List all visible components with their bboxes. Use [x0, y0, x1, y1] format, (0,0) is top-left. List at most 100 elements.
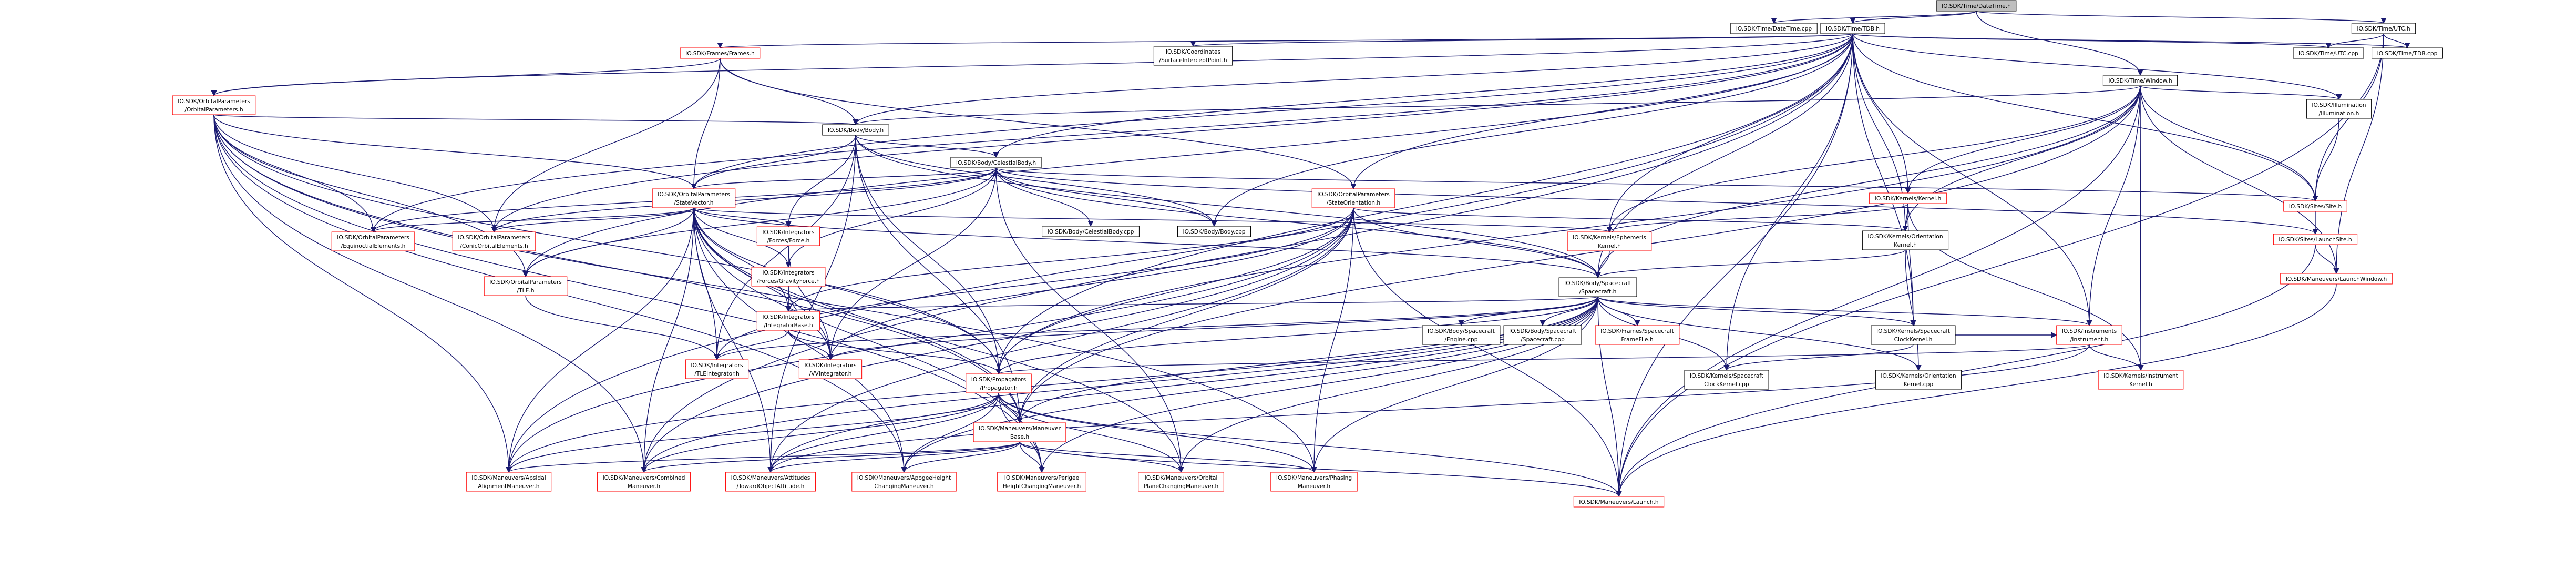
edge-window_h-to-sites_site_h	[2140, 85, 2318, 202]
node-box	[652, 188, 736, 208]
node-label: IO.SDK/Integrators	[762, 229, 815, 236]
node-stateorient_h[interactable]: IO.SDK/OrbitalParameters/StateOrientatio…	[1311, 188, 1395, 208]
node-kernel_h[interactable]: IO.SDK/Kernels/Kernel.h	[1869, 192, 1947, 204]
node-label: IO.SDK/Maneuvers/Attitudes	[731, 474, 810, 481]
node-label: /Instrument.h	[2070, 336, 2109, 343]
edge-tdb_h-to-celestial_h	[993, 33, 1853, 158]
node-label: IO.SDK/Instruments	[2062, 328, 2117, 334]
node-label: IO.SDK/Illumination	[2312, 102, 2366, 108]
node-perigee_h[interactable]: IO.SDK/Maneuvers/PerigeeHeightChangingMa…	[997, 472, 1086, 492]
edge-launchsite_h-to-launchwindow_h	[2315, 244, 2339, 275]
edge-statevector_h-to-apsidal_h	[506, 207, 694, 473]
node-box	[1936, 0, 2017, 12]
node-celestial_h[interactable]: IO.SDK/Body/CelestialBody.h	[950, 157, 1042, 168]
edge-celestial_h-to-statevector_h	[691, 167, 997, 190]
node-datetime_cpp[interactable]: IO.SDK/Time/DateTime.cpp	[1730, 23, 1818, 34]
node-box	[1153, 46, 1233, 66]
node-coords_h[interactable]: IO.SDK/Coordinates/SurfaceInterceptPoint…	[1153, 46, 1233, 66]
node-label: IO.SDK/Body/Spacecraft	[1509, 328, 1576, 334]
edge-intbase_h-to-tleint_h	[714, 330, 789, 361]
node-statevector_h[interactable]: IO.SDK/OrbitalParameters/StateVector.h	[652, 188, 736, 208]
node-illum_h[interactable]: IO.SDK/Illumination/Illumination.h	[2306, 99, 2372, 119]
node-spacecraft_h[interactable]: IO.SDK/Body/Spacecraft/Spacecraft.h	[1558, 277, 1637, 297]
node-utc_h[interactable]: IO.SDK/Time/UTC.h	[2351, 23, 2416, 34]
node-gravity_h[interactable]: IO.SDK/Integrators/Forces/GravityForce.h	[751, 267, 826, 287]
node-box	[1311, 188, 1395, 208]
node-label: IO.SDK/OrbitalParameters	[658, 191, 730, 198]
edge-utc_h-to-launch_h	[1616, 33, 2384, 498]
node-body_h[interactable]: IO.SDK/Body/Body.h	[822, 124, 889, 136]
node-celestial_cpp[interactable]: IO.SDK/Body/CelestialBody.cpp	[1042, 226, 1140, 237]
edge-tdb_h-to-kernel_h	[1852, 33, 1911, 194]
node-vvint_h[interactable]: IO.SDK/Integrators/VVIntegrator.h	[798, 359, 863, 379]
node-instrument_h[interactable]: IO.SDK/Instruments/Instrument.h	[2056, 325, 2122, 345]
edge-stateorient_h-to-manbase_h	[1017, 207, 1354, 424]
node-label: ChangingManeuver.h	[874, 483, 933, 490]
node-label: IO.SDK/Kernels/Spacecraft	[1876, 328, 1950, 334]
node-orbparams_h[interactable]: IO.SDK/OrbitalParameters/OrbitalParamete…	[172, 95, 256, 115]
node-tdb_cpp[interactable]: IO.SDK/Time/TDB.cpp	[2372, 47, 2443, 59]
node-apsidal_h[interactable]: IO.SDK/Maneuvers/ApsidalAlignmentManeuve…	[466, 472, 552, 492]
node-spacecraft_cpp[interactable]: IO.SDK/Body/Spacecraft/Spacecraft.cpp	[1503, 325, 1582, 345]
edge-kernel_h-to-instk_h	[1907, 203, 2144, 371]
node-apogee_h[interactable]: IO.SDK/Maneuvers/ApogeeHeightChangingMan…	[851, 472, 957, 492]
node-equinoctial_h[interactable]: IO.SDK/OrbitalParameters/EquinoctialElem…	[331, 231, 415, 251]
node-label: IO.SDK/Body/Body.cpp	[1183, 228, 1245, 235]
node-engine_h[interactable]: IO.SDK/Body/Spacecraft/Engine.cpp	[1422, 325, 1501, 345]
node-label: IO.SDK/Integrators	[691, 362, 743, 369]
node-body_cpp[interactable]: IO.SDK/Body/Body.cpp	[1177, 226, 1251, 237]
node-box	[1567, 231, 1652, 251]
node-launchwindow_h[interactable]: IO.SDK/Maneuvers/LaunchWindow.h	[2280, 273, 2393, 285]
node-conic_h[interactable]: IO.SDK/OrbitalParameters/ConicOrbitalEle…	[452, 231, 536, 251]
node-tdb_h[interactable]: IO.SDK/Time/TDB.h	[1820, 23, 1885, 34]
node-window_h[interactable]: IO.SDK/Time/Window.h	[2102, 75, 2178, 86]
node-frames_h[interactable]: IO.SDK/Frames/Frames.h	[680, 47, 761, 59]
edge-propagator_h-to-phasing_h	[998, 392, 1317, 473]
node-box	[751, 267, 826, 287]
node-propagator_h[interactable]: IO.SDK/Propagators/Propagator.h	[966, 373, 1032, 393]
node-label: /SurfaceInterceptPoint.h	[1159, 57, 1227, 64]
node-toward_h[interactable]: IO.SDK/Maneuvers/Attitudes/TowardObjectA…	[725, 472, 816, 492]
node-tleint_h[interactable]: IO.SDK/Integrators/TLEIntegrator.h	[685, 359, 749, 379]
edge-stateorient_h-to-propagator_h	[995, 207, 1354, 375]
edge-statevector_h-to-ephem_h	[693, 207, 1612, 233]
node-utc_cpp[interactable]: IO.SDK/Time/UTC.cpp	[2293, 47, 2364, 59]
node-launchsite_h[interactable]: IO.SDK/Sites/LaunchSite.h	[2273, 234, 2358, 245]
edge-tdb_h-to-spacecraft_h	[1595, 33, 1853, 279]
node-tle_h[interactable]: IO.SDK/OrbitalParameters/TLE.h	[484, 276, 568, 296]
node-force_h[interactable]: IO.SDK/Integrators/Forces/Force.h	[756, 226, 820, 246]
edge-tdb_h-to-coords_h	[1190, 33, 1853, 47]
edge-instrument_h-to-propagator_h	[996, 344, 2090, 375]
edge-tdb_h-to-stateorient_h	[1350, 33, 1853, 190]
node-orbplane_h[interactable]: IO.SDK/Maneuvers/OrbitalPlaneChangingMan…	[1138, 472, 1224, 492]
node-label: IO.SDK/Frames/Spacecraft	[1600, 328, 1674, 334]
edge-stateorient_h-to-toward_h	[767, 207, 1354, 473]
node-intbase_h[interactable]: IO.SDK/Integrators/IntegratorBase.h	[756, 311, 820, 331]
node-label: IO.SDK/Time/DateTime.h	[1942, 3, 2011, 9]
node-launch_h[interactable]: IO.SDK/Maneuvers/Launch.h	[1573, 496, 1665, 508]
node-box	[172, 95, 256, 115]
node-box	[597, 472, 691, 492]
edge-launchwindow_h-to-launch_h	[1616, 283, 2337, 498]
edge-stateorient_h-to-apsidal_h	[506, 207, 1354, 473]
node-box	[756, 226, 820, 246]
node-label: IO.SDK/Maneuvers/Apsidal	[471, 474, 546, 481]
node-label: IO.SDK/Kernels/Kernel.h	[1875, 195, 1942, 202]
node-sites_site_h[interactable]: IO.SDK/Sites/Site.h	[2283, 200, 2347, 212]
edge-frames_h-to-statevector_h	[691, 58, 721, 190]
node-box	[1871, 325, 1956, 345]
node-label: /Forces/GravityForce.h	[757, 278, 820, 285]
edge-tdb_h-to-tle_h	[522, 33, 1853, 278]
node-label: IO.SDK/Time/UTC.h	[2357, 25, 2410, 32]
node-label: /StateVector.h	[674, 199, 713, 206]
